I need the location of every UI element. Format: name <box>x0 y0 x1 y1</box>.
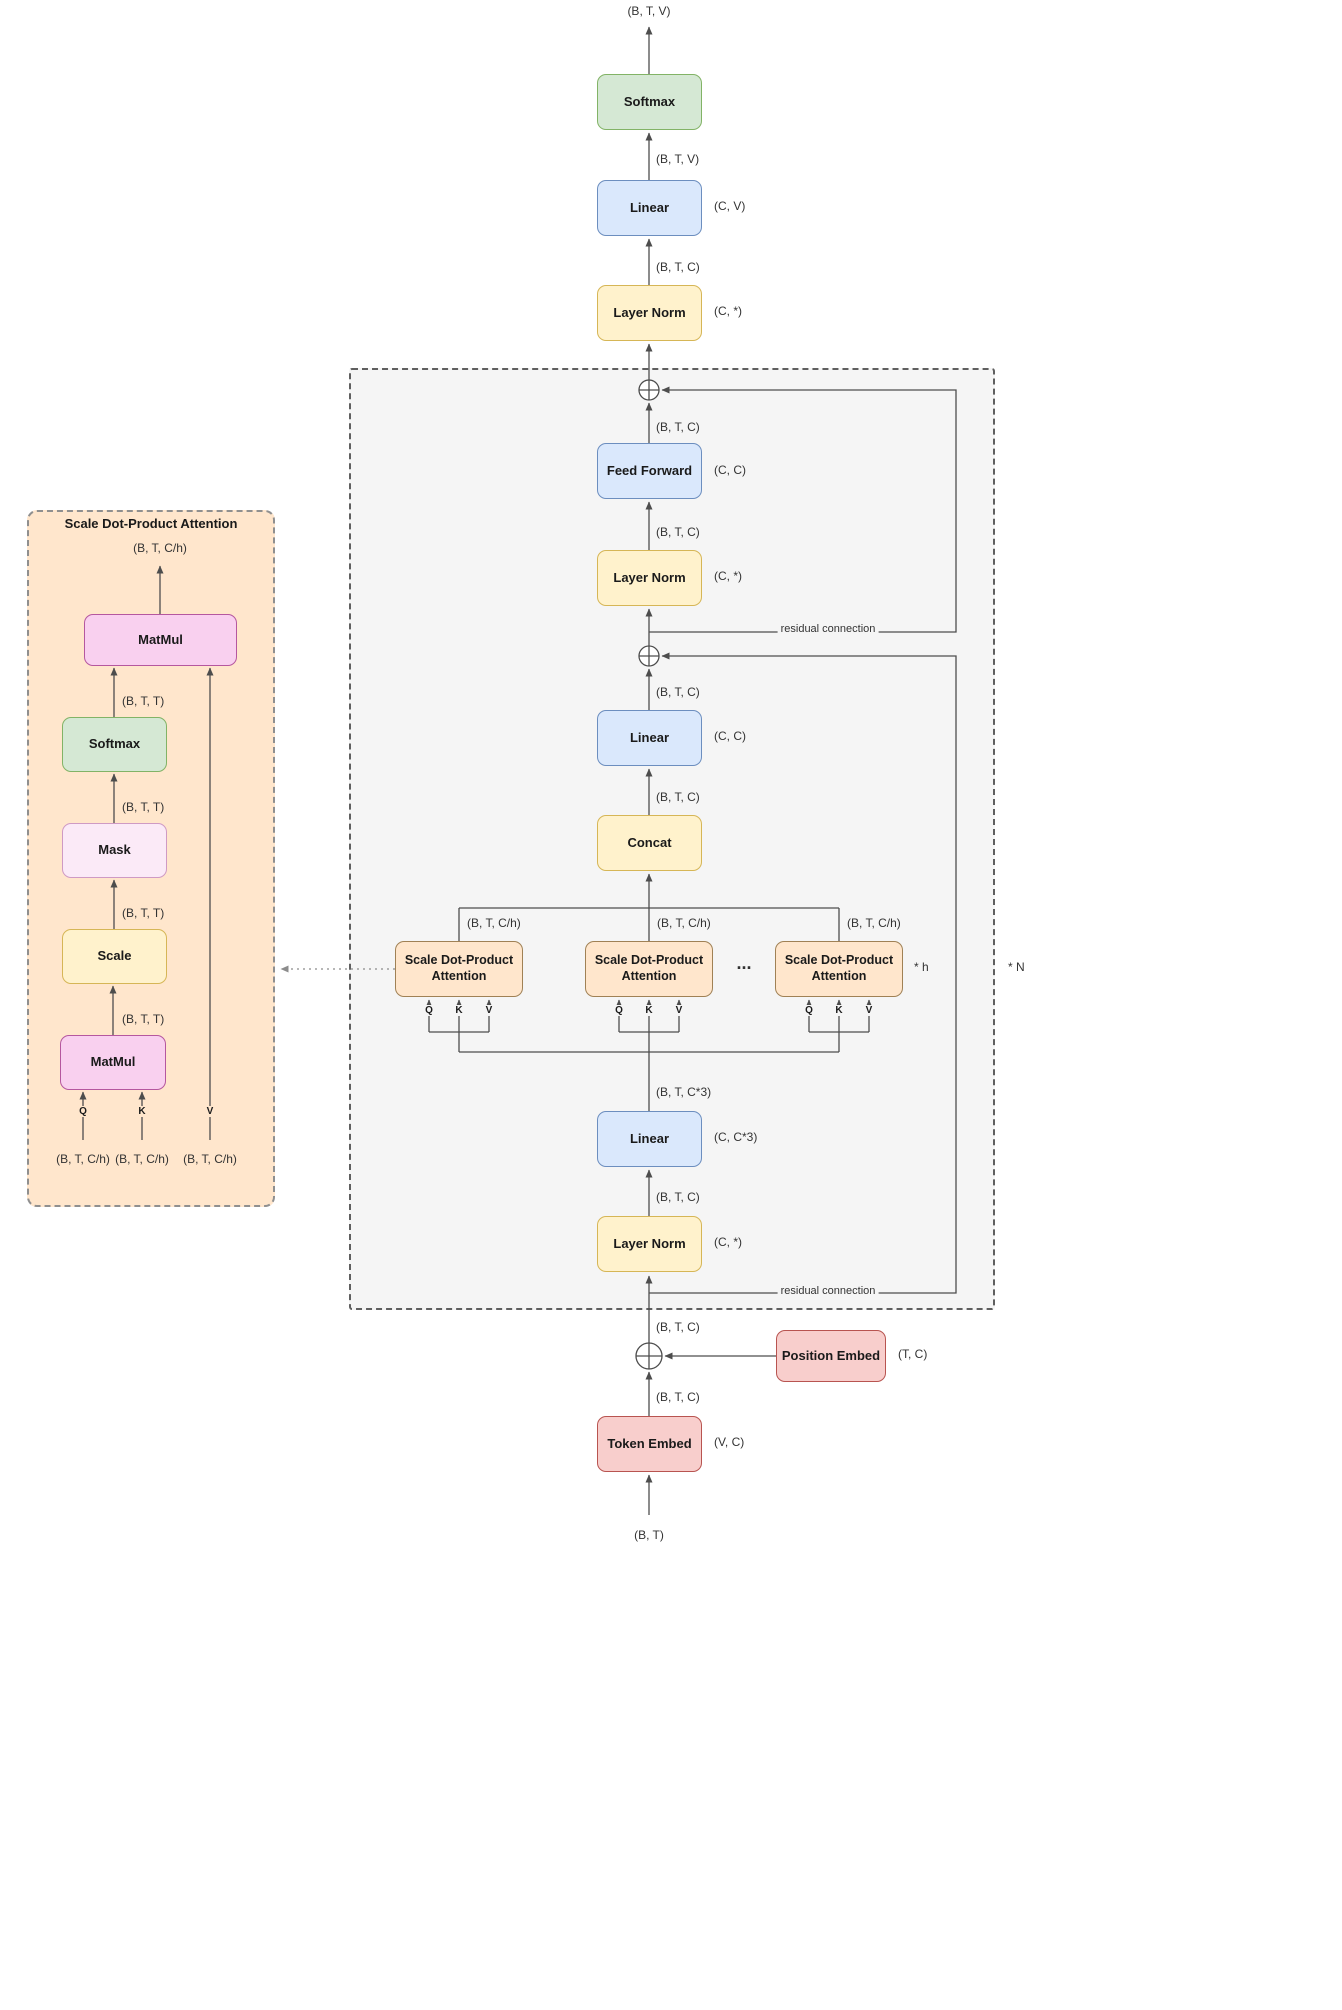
attention-head-n-node: Scale Dot-Product Attention <box>775 941 903 997</box>
query-shape-label: (B, T, C/h) <box>56 1152 110 1166</box>
edge-shape-label: (B, T, T) <box>122 906 165 920</box>
edge-shape-label: (B, T, C) <box>656 525 700 539</box>
qkv-linear-node: Linear <box>597 1111 702 1167</box>
weight-shape-label: (C, C) <box>714 463 746 477</box>
edge-shape-label: (B, T, T) <box>122 694 165 708</box>
mask-node: Mask <box>62 823 167 878</box>
ellipsis-label: ... <box>736 953 752 973</box>
linear-logits-node: Linear <box>597 180 702 236</box>
edge-shape-label: (B, T, C) <box>656 790 700 804</box>
value-label: V <box>672 1005 686 1016</box>
input-shape-label: (B, T) <box>634 1528 664 1542</box>
add-icon <box>635 1342 663 1370</box>
weight-shape-label: (C, C) <box>714 729 746 743</box>
token-embed-node: Token Embed <box>597 1416 702 1472</box>
edge-shape-label: (B, T, C) <box>656 420 700 434</box>
key-shape-label: (B, T, C/h) <box>115 1152 169 1166</box>
edge-shape-label: (B, T, C/h) <box>467 916 521 930</box>
final-layer-norm-node: Layer Norm <box>597 285 702 341</box>
value-label: V <box>482 1005 496 1016</box>
key-label: K <box>452 1005 466 1016</box>
edge-shape-label: (B, T, T) <box>122 800 165 814</box>
edge-shape-label: (B, T, C) <box>656 1320 700 1334</box>
value-label: V <box>862 1005 876 1016</box>
value-shape-label: (B, T, C/h) <box>183 1152 237 1166</box>
edge-shape-label: (B, T, C) <box>656 260 700 274</box>
weight-shape-label: (T, C) <box>898 1347 928 1361</box>
weight-shape-label: (C, *) <box>714 304 742 318</box>
residual-connection-label: residual connection <box>777 623 879 635</box>
weight-shape-label: (V, C) <box>714 1435 745 1449</box>
attn-proj-linear-node: Linear <box>597 710 702 766</box>
attention-head-1-node: Scale Dot-Product Attention <box>395 941 523 997</box>
times-h-label: * h <box>914 960 929 974</box>
concat-node: Concat <box>597 815 702 871</box>
query-label: Q <box>802 1005 816 1016</box>
attn-layer-norm-node: Layer Norm <box>597 1216 702 1272</box>
query-label: Q <box>422 1005 436 1016</box>
edge-shape-label: (B, T, C) <box>656 1190 700 1204</box>
weight-shape-label: (C, C*3) <box>714 1130 758 1144</box>
matmul-qk-node: MatMul <box>60 1035 166 1090</box>
sdpa-title: Scale Dot-Product Attention <box>64 516 238 531</box>
weight-shape-label: (C, V) <box>714 199 746 213</box>
key-label: K <box>136 1106 148 1117</box>
position-embed-node: Position Embed <box>776 1330 886 1382</box>
ff-layer-norm-node: Layer Norm <box>597 550 702 606</box>
edge-shape-label: (B, T, C) <box>656 1390 700 1404</box>
sdpa-softmax-node: Softmax <box>62 717 167 772</box>
edge-shape-label: (B, T, C/h) <box>847 916 901 930</box>
feed-forward-node: Feed Forward <box>597 443 702 499</box>
query-label: Q <box>77 1106 89 1117</box>
edge-shape-label: (B, T, T) <box>122 1012 165 1026</box>
value-label: V <box>204 1106 216 1117</box>
edge-shape-label: (B, T, C) <box>656 685 700 699</box>
key-label: K <box>832 1005 846 1016</box>
query-label: Q <box>612 1005 626 1016</box>
edge-shape-label: (B, T, V) <box>656 152 700 166</box>
sdpa-output-shape-label: (B, T, C/h) <box>133 541 187 555</box>
output-shape-label: (B, T, V) <box>627 4 671 18</box>
matmul-output-node: MatMul <box>84 614 237 666</box>
scale-node: Scale <box>62 929 167 984</box>
edge-shape-label: (B, T, C/h) <box>657 916 711 930</box>
times-n-label: * N <box>1008 960 1025 974</box>
weight-shape-label: (C, *) <box>714 1235 742 1249</box>
attention-head-2-node: Scale Dot-Product Attention <box>585 941 713 997</box>
residual-connection-label: residual connection <box>777 1285 879 1297</box>
softmax-output-node: Softmax <box>597 74 702 130</box>
weight-shape-label: (C, *) <box>714 569 742 583</box>
key-label: K <box>642 1005 656 1016</box>
edge-shape-label: (B, T, C*3) <box>656 1085 712 1099</box>
